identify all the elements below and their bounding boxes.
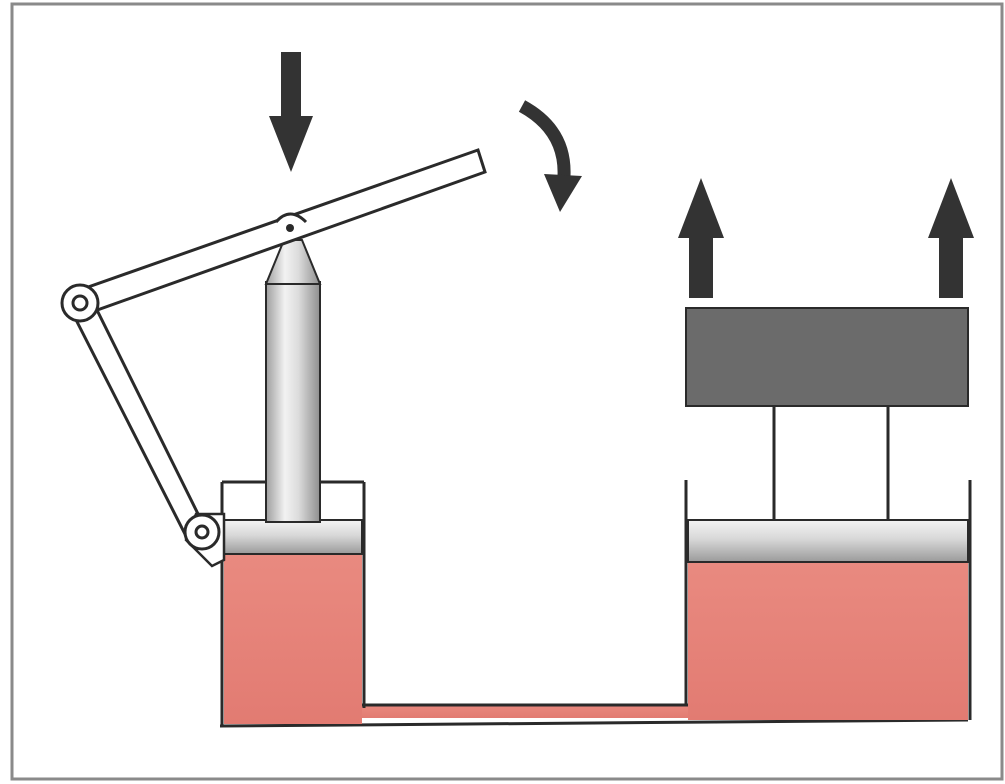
curved-arrow-clockwise-icon (518, 100, 582, 212)
connecting-pipe (362, 704, 690, 718)
large-cylinder-walls (684, 480, 972, 720)
arrow-up-icon (678, 178, 724, 298)
small-piston (223, 519, 363, 555)
lever-contact-pin (286, 224, 294, 232)
piston-rod-tip (264, 239, 322, 285)
arrow-up-icon (928, 178, 974, 298)
load-block (685, 307, 969, 407)
lever-mechanism (60, 148, 487, 568)
large-cylinder-fluid (688, 560, 968, 720)
small-cylinder (220, 239, 366, 726)
pipe-bottom-edge (219, 718, 969, 728)
large-cylinder (684, 307, 972, 720)
lever-link-bar (68, 293, 206, 539)
lower-pivot-pin (194, 524, 210, 540)
large-piston (687, 519, 969, 563)
small-piston-rod (265, 281, 321, 523)
upper-pivot-pin (71, 294, 89, 312)
lever-contact-hub (274, 212, 308, 224)
arrow-down-icon (269, 52, 313, 172)
small-cylinder-fluid (224, 552, 362, 724)
diagram-frame (10, 2, 1004, 781)
